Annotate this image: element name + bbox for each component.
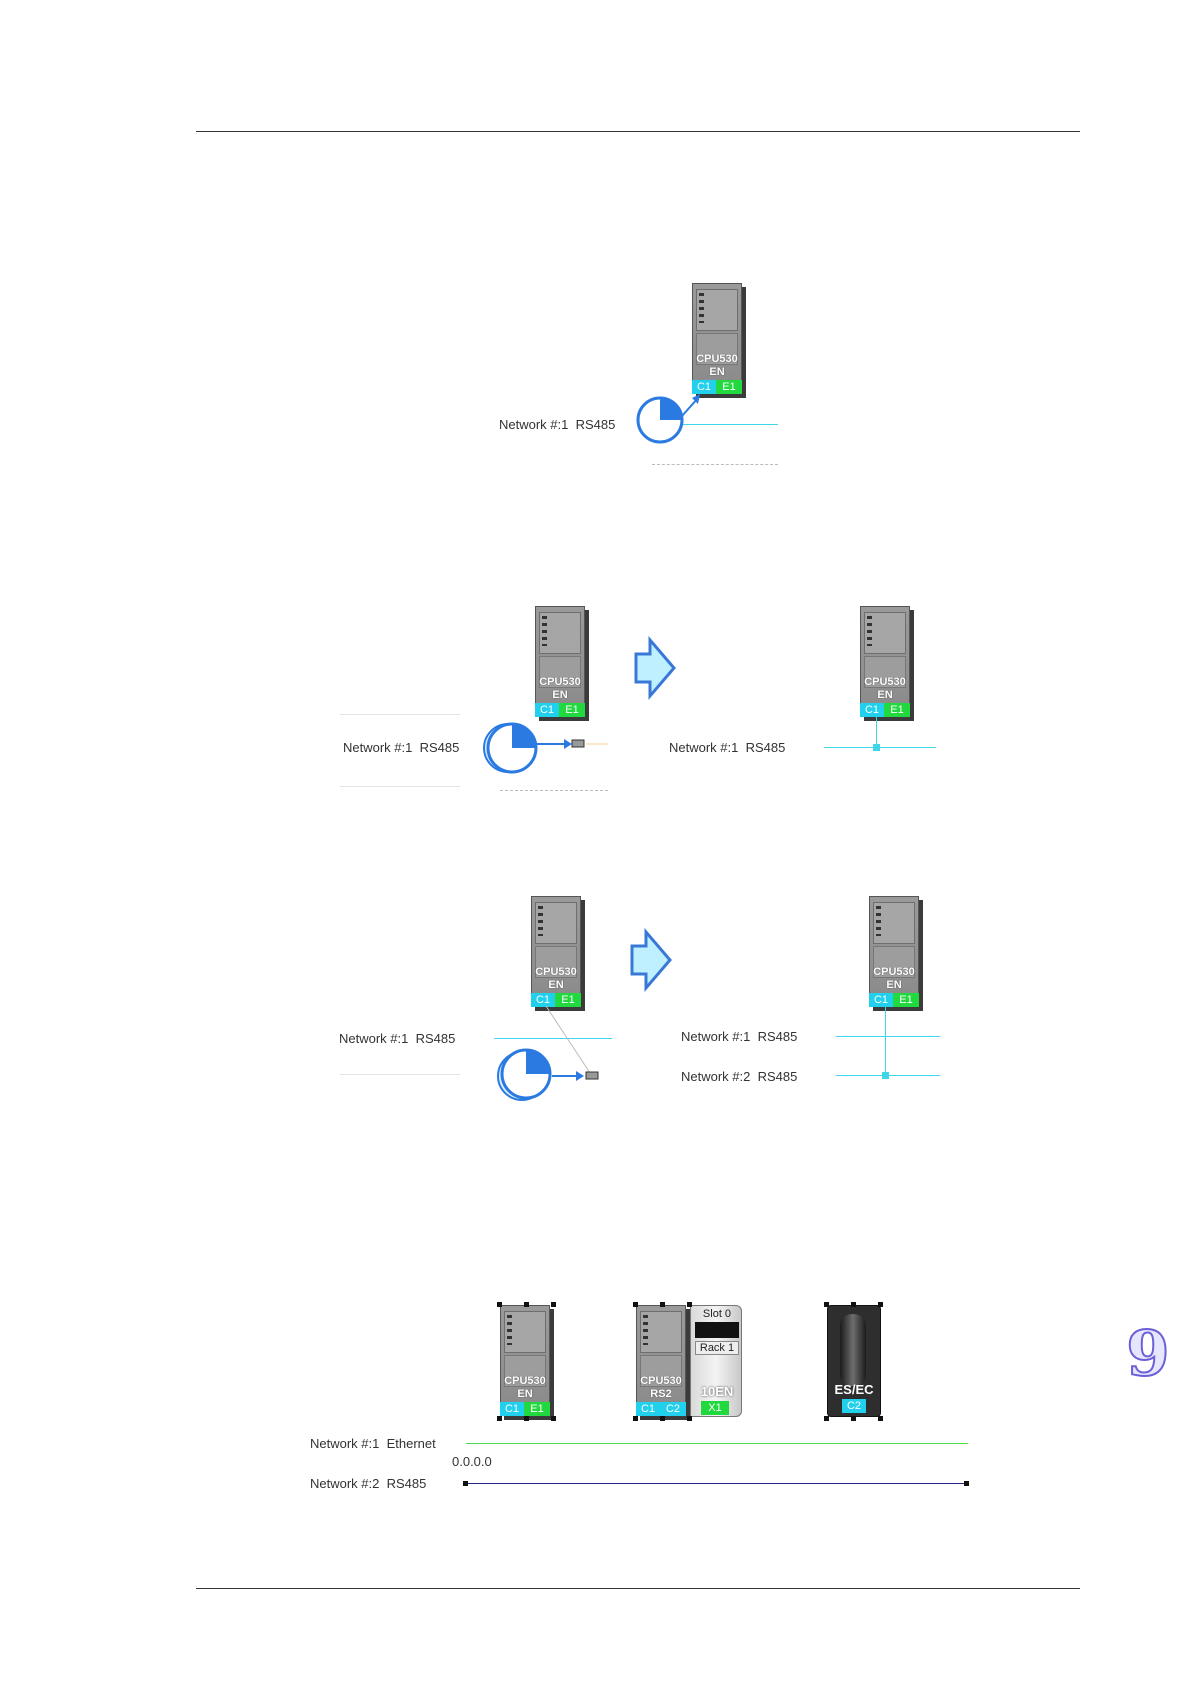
selection-handle[interactable]: [687, 1302, 692, 1307]
plc-module-b[interactable]: CPU530 RS2 C1 C2: [636, 1305, 690, 1420]
module-subname: EN: [860, 689, 910, 701]
port-e1[interactable]: E1: [884, 703, 910, 717]
connection-node[interactable]: [873, 744, 880, 751]
module-window: [840, 1314, 866, 1386]
selection-handle[interactable]: [964, 1481, 969, 1486]
rs485-line[interactable]: [466, 1483, 968, 1484]
module-name: ES/EC: [828, 1382, 880, 1397]
port-c1[interactable]: C1: [636, 1402, 660, 1416]
selection-handle[interactable]: [851, 1302, 856, 1307]
plc-module[interactable]: CPU530 EN C1 E1: [860, 606, 914, 721]
ip-address: 0.0.0.0: [452, 1454, 492, 1469]
module-name: CPU530: [860, 676, 910, 688]
module-name: CPU530: [692, 353, 742, 365]
network-label: Network #:2 RS485: [310, 1476, 426, 1491]
module-name: CPU530: [531, 966, 581, 978]
selection-handle[interactable]: [660, 1302, 665, 1307]
selection-handle[interactable]: [497, 1302, 502, 1307]
port-c1[interactable]: C1: [531, 993, 555, 1007]
slot-label: Slot 0: [695, 1308, 739, 1320]
plc-module[interactable]: CPU530 EN C1 E1: [535, 606, 589, 721]
selection-handle[interactable]: [463, 1481, 468, 1486]
rack-label: Rack 1: [695, 1341, 739, 1355]
port-c2[interactable]: C2: [660, 1402, 686, 1416]
mouse-cursor-icon: [480, 714, 610, 780]
connection-line: [885, 1007, 886, 1075]
ethernet-line[interactable]: [466, 1443, 968, 1444]
module-subname: EN: [531, 979, 581, 991]
plc-module-c[interactable]: ES/EC C2: [827, 1305, 881, 1417]
selection-handle[interactable]: [633, 1416, 638, 1421]
network-label: Network #:1 Ethernet: [310, 1436, 436, 1451]
network-label: Network #:1 RS485: [681, 1029, 797, 1044]
faded-line: [340, 1074, 460, 1075]
selection-handle[interactable]: [824, 1302, 829, 1307]
module-name: CPU530: [636, 1375, 686, 1387]
port-e1[interactable]: E1: [893, 993, 919, 1007]
mouse-cursor-icon: [636, 380, 706, 450]
network-label: Network #:1 RS485: [499, 417, 615, 432]
selection-handle[interactable]: [551, 1416, 556, 1421]
chapter-badge: 9: [1126, 1322, 1170, 1386]
selection-handle[interactable]: [878, 1416, 883, 1421]
slot-display: [695, 1322, 739, 1338]
port-c1[interactable]: C1: [869, 993, 893, 1007]
network-label: Network #:1 RS485: [343, 740, 459, 755]
header-rule: [196, 131, 1080, 132]
selection-handle[interactable]: [687, 1416, 692, 1421]
module-subname: RS2: [636, 1388, 686, 1400]
selection-handle[interactable]: [524, 1302, 529, 1307]
port-c2[interactable]: C2: [842, 1399, 866, 1413]
network-placeholder-line: [500, 790, 608, 791]
network-line-1[interactable]: [836, 1036, 940, 1037]
connection-node[interactable]: [882, 1072, 889, 1079]
selection-handle[interactable]: [851, 1416, 856, 1421]
port-c1[interactable]: C1: [860, 703, 884, 717]
right-arrow-icon: [628, 928, 674, 994]
selection-handle[interactable]: [497, 1416, 502, 1421]
selection-handle[interactable]: [824, 1416, 829, 1421]
port-x1[interactable]: X1: [701, 1401, 729, 1415]
module-name: CPU530: [869, 966, 919, 978]
mouse-cursor-icon: [494, 1006, 614, 1106]
network-label: Network #:1 RS485: [669, 740, 785, 755]
connection-line: [876, 717, 877, 747]
extension-name: 10EN: [693, 1384, 741, 1399]
module-name: CPU530: [535, 676, 585, 688]
faded-line: [340, 786, 460, 787]
port-c1[interactable]: C1: [500, 1402, 524, 1416]
selection-handle[interactable]: [878, 1302, 883, 1307]
network-label: Network #:1 RS485: [339, 1031, 455, 1046]
chapter-number: 9: [1126, 1322, 1170, 1386]
footer-rule: [196, 1588, 1080, 1589]
plc-module[interactable]: CPU530 EN C1 E1: [531, 896, 585, 1011]
port-e1[interactable]: E1: [555, 993, 581, 1007]
network-label: Network #:2 RS485: [681, 1069, 797, 1084]
selection-handle[interactable]: [524, 1416, 529, 1421]
selection-handle[interactable]: [660, 1416, 665, 1421]
module-subname: EN: [535, 689, 585, 701]
plc-module-a[interactable]: CPU530 EN C1 E1: [500, 1305, 554, 1420]
module-subname: EN: [500, 1388, 550, 1400]
selection-handle[interactable]: [551, 1302, 556, 1307]
module-subname: EN: [692, 366, 742, 378]
right-arrow-icon: [632, 636, 678, 702]
module-subname: EN: [869, 979, 919, 991]
selection-handle[interactable]: [633, 1302, 638, 1307]
network-line[interactable]: [824, 747, 936, 748]
plc-module[interactable]: CPU530 EN C1 E1: [869, 896, 923, 1011]
led-indicators: [699, 293, 704, 323]
network-placeholder-line: [652, 464, 778, 465]
faded-line: [340, 714, 460, 715]
module-name: CPU530: [500, 1375, 550, 1387]
extension-module[interactable]: Slot 0 Rack 1 10EN X1: [690, 1305, 742, 1417]
port-e1[interactable]: E1: [524, 1402, 550, 1416]
port-e1[interactable]: E1: [716, 380, 742, 394]
